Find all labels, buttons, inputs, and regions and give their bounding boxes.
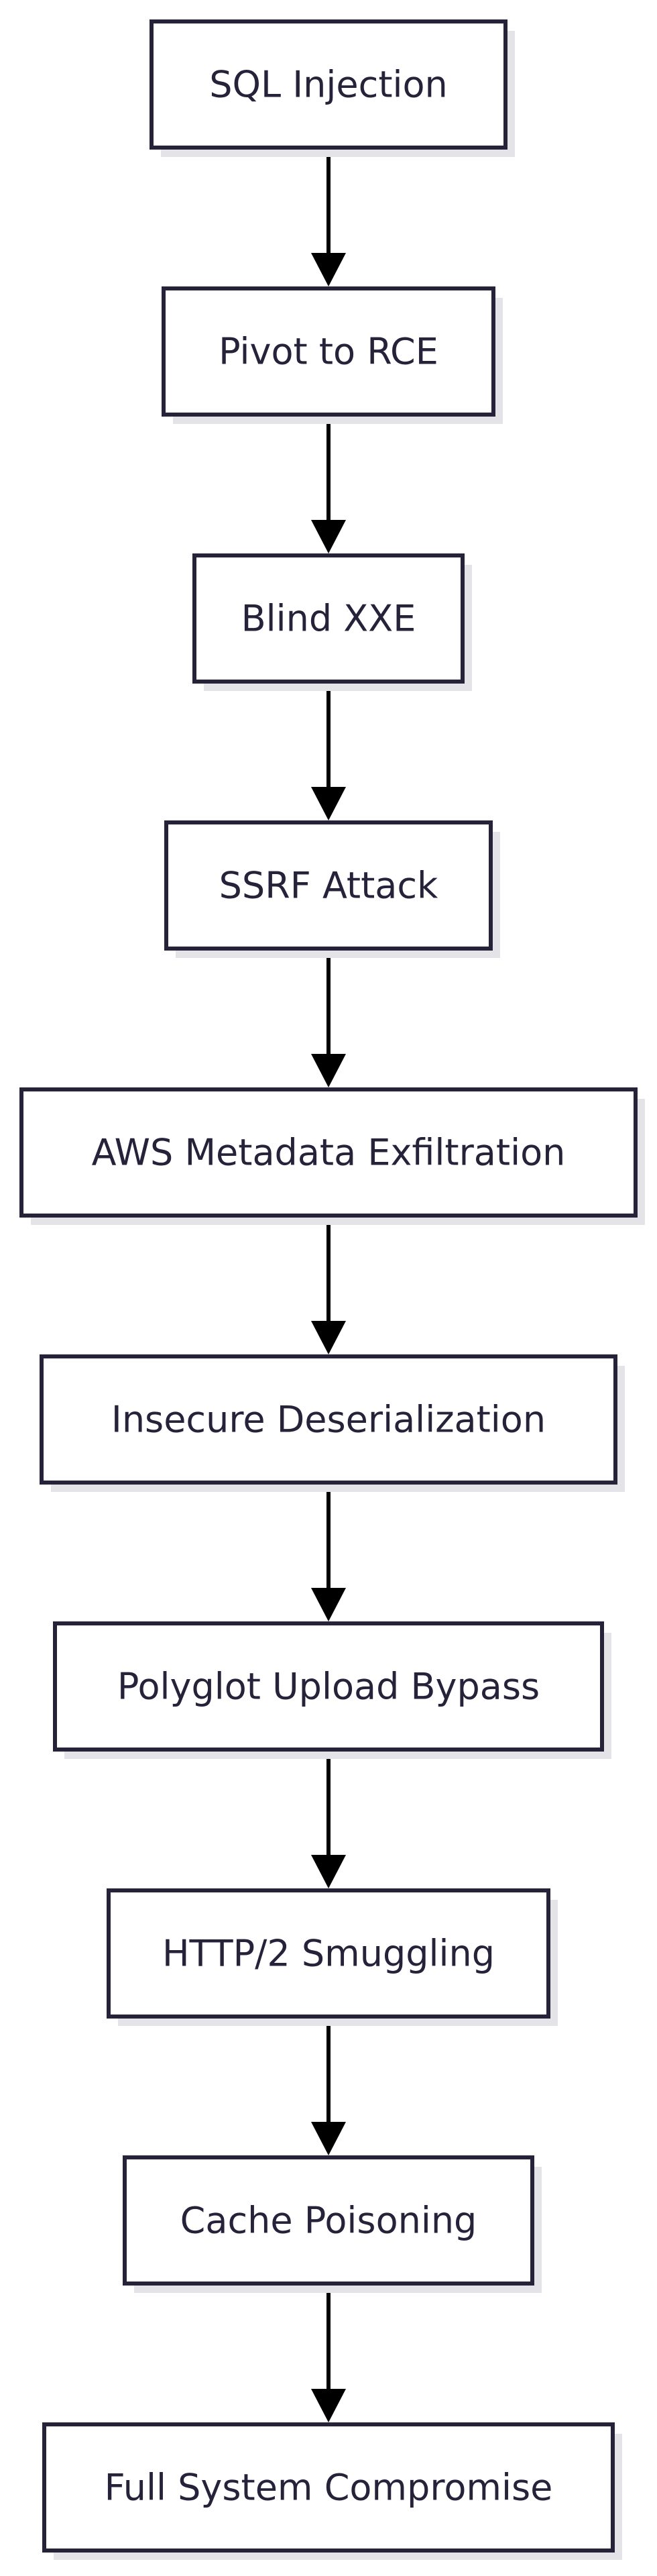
flow-node: Full System Compromise (42, 2422, 622, 2560)
node-box (150, 19, 507, 150)
arrow-head (311, 1321, 346, 1354)
node-box (40, 1354, 617, 1485)
flow-arrow (311, 2019, 346, 2155)
flow-arrow (311, 150, 346, 286)
node-label: Insecure Deserialization (111, 1399, 546, 1441)
flow-arrow (311, 684, 346, 820)
node-label: HTTP/2 Smuggling (162, 1933, 495, 1975)
flow-node: Polyglot Upload Bypass (53, 1621, 611, 1759)
node-box (42, 2422, 615, 2553)
flow-node: Insecure Deserialization (40, 1354, 625, 1492)
flow-node: SSRF Attack (164, 820, 500, 958)
flow-arrow (311, 1218, 346, 1354)
flow-arrow (311, 417, 346, 553)
arrow-head (311, 787, 346, 820)
flow-arrow (311, 2286, 346, 2422)
node-label: Cache Poisoning (180, 2200, 477, 2242)
arrow-head (311, 1588, 346, 1621)
node-box (123, 2155, 534, 2286)
flow-node: Blind XXE (192, 553, 472, 691)
flow-node: Pivot to RCE (162, 286, 503, 424)
node-label: Blind XXE (241, 598, 416, 640)
node-label: SSRF Attack (219, 865, 438, 907)
flow-node: SQL Injection (150, 19, 515, 157)
arrow-head (311, 2389, 346, 2422)
arrow-head (311, 253, 346, 286)
node-box (162, 286, 495, 417)
node-label: Pivot to RCE (219, 331, 438, 373)
arrow-head (311, 2122, 346, 2155)
flow-arrow (311, 1485, 346, 1621)
node-label: Polyglot Upload Bypass (117, 1666, 540, 1708)
node-box (53, 1621, 604, 1752)
flow-arrow (311, 1752, 346, 1888)
arrow-head (311, 1054, 346, 1087)
node-box (192, 553, 465, 684)
node-box (107, 1888, 550, 2019)
flow-node: AWS Metadata Exfiltration (19, 1087, 645, 1225)
flow-node: Cache Poisoning (123, 2155, 542, 2293)
arrow-head (311, 520, 346, 553)
edges-layer (311, 150, 346, 2422)
flow-arrow (311, 951, 346, 1087)
flow-node: HTTP/2 Smuggling (107, 1888, 558, 2026)
node-label: Full System Compromise (105, 2467, 553, 2509)
node-box (19, 1087, 638, 1218)
node-label: SQL Injection (209, 64, 448, 106)
node-label: AWS Metadata Exfiltration (92, 1132, 566, 1174)
arrow-head (311, 1855, 346, 1888)
node-box (164, 820, 493, 951)
